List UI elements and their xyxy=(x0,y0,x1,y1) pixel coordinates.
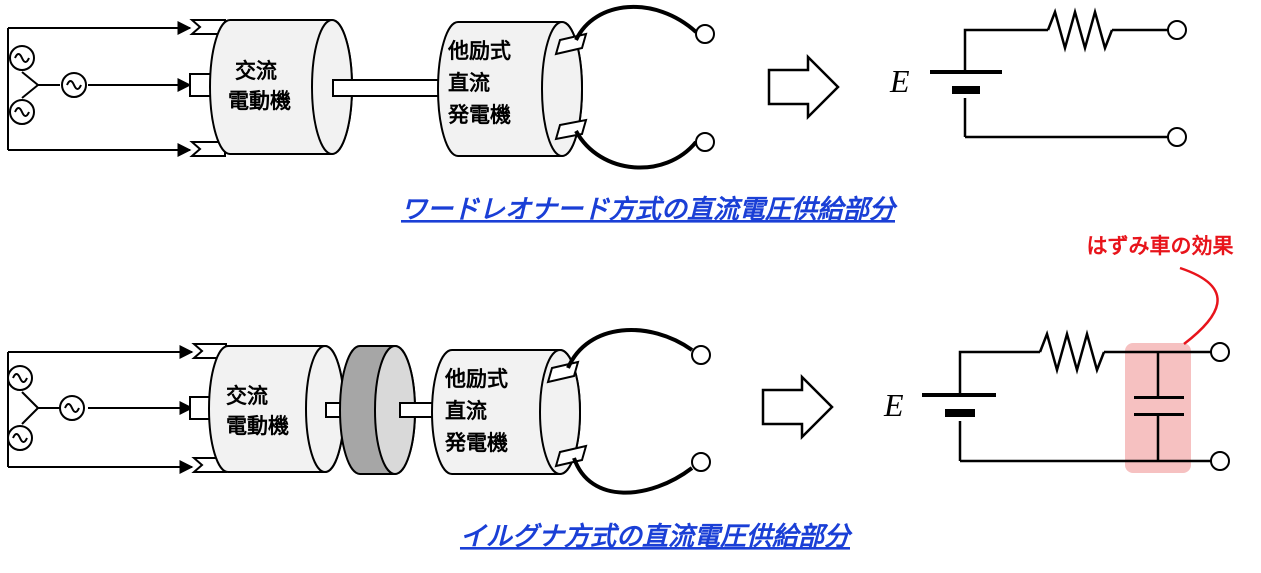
top-shaft xyxy=(332,79,446,97)
top-caption: ワードレオナード方式の直流電圧供給部分 xyxy=(401,195,898,225)
bottom-output-leads xyxy=(566,328,694,495)
top-motor-label-2: 電動機 xyxy=(228,89,291,113)
top-generator-label-3: 発電機 xyxy=(447,103,511,127)
annotation-leader-line xyxy=(1179,266,1219,345)
bottom-circuit-terminals xyxy=(1210,342,1230,471)
bottom-generator-label-1: 他励式 xyxy=(444,367,508,391)
bottom-dc-generator xyxy=(431,349,588,475)
bottom-emf-label: E xyxy=(883,387,904,423)
bottom-equivalent-circuit xyxy=(958,329,1212,463)
bottom-motor-label-2: 電動機 xyxy=(226,414,289,438)
bottom-generator-label-2: 直流 xyxy=(445,399,487,423)
resistor-icon xyxy=(1038,329,1106,375)
top-generator-label-2: 直流 xyxy=(448,71,490,95)
arrow-right-icon xyxy=(767,53,840,121)
top-ac-motor xyxy=(189,19,353,157)
capacitor-icon xyxy=(1134,396,1184,416)
arrow-right-icon xyxy=(761,373,834,441)
bottom-generator-label-3: 発電機 xyxy=(444,431,508,455)
battery-icon xyxy=(922,393,996,417)
resistor-icon xyxy=(1046,7,1114,53)
top-dc-generator xyxy=(437,21,588,157)
bottom-motor-label-1: 交流 xyxy=(226,384,268,408)
top-motor-label-1: 交流 xyxy=(235,59,277,83)
top-generator-label-1: 他励式 xyxy=(447,39,511,63)
top-output-leads xyxy=(574,4,698,170)
bottom-caption: イルグナ方式の直流電圧供給部分 xyxy=(460,522,853,552)
ac-source-icon xyxy=(9,45,87,125)
terminal-icon xyxy=(691,345,711,472)
bottom-ac-source-network xyxy=(7,345,194,474)
top-equivalent-circuit xyxy=(963,7,1168,139)
top-ac-source-network xyxy=(7,21,192,157)
bottom-system: 交流 電動機 他励式 直流 発電機 xyxy=(7,234,1234,552)
bottom-flywheel xyxy=(339,345,416,475)
top-emf-label: E xyxy=(889,63,910,99)
flywheel-effect-highlight xyxy=(1125,343,1191,473)
ac-source-icon xyxy=(7,365,85,451)
flywheel-effect-label: はずみ車の効果 xyxy=(1087,234,1234,258)
terminal-icon xyxy=(695,24,715,152)
battery-icon xyxy=(930,70,1002,94)
bottom-ac-motor xyxy=(189,343,345,473)
top-system: 交流 電動機 他励式 直流 発電機 xyxy=(7,4,1187,225)
top-circuit-terminals xyxy=(1167,20,1187,147)
